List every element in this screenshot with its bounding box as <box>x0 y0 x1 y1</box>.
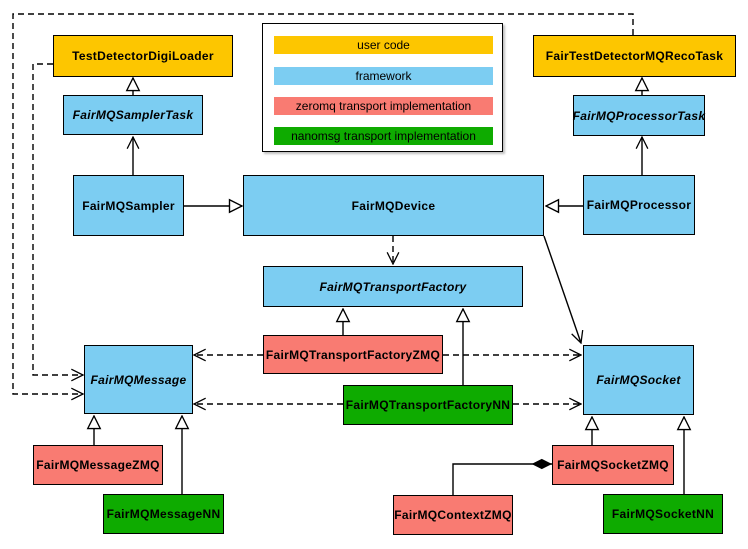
node-fairmq-socket: FairMQSocket <box>583 345 694 415</box>
node-fairmq-message-nn: FairMQMessageNN <box>103 494 224 534</box>
node-fairmq-socket-zmq: FairMQSocketZMQ <box>552 445 674 485</box>
node-fairmq-processor-task: FairMQProcessorTask <box>573 95 705 136</box>
node-fairmq-sampler-task: FairMQSamplerTask <box>63 95 203 135</box>
legend-item-user-code: user code <box>274 36 493 54</box>
node-fairmq-message-zmq: FairMQMessageZMQ <box>33 445 163 485</box>
edge-contextzmq-composition-socketzmq <box>452 458 552 495</box>
legend-item-zeromq: zeromq transport implementation <box>274 97 493 115</box>
node-fairmq-device: FairMQDevice <box>243 175 544 236</box>
legend-item-framework: framework <box>274 67 493 85</box>
node-fairmq-transport-factory-nn: FairMQTransportFactoryNN <box>343 385 513 425</box>
node-fairmq-message: FairMQMessage <box>84 345 193 414</box>
node-test-detector-digi-loader: TestDetectorDigiLoader <box>53 35 233 77</box>
legend: user code framework zeromq transport imp… <box>262 23 503 152</box>
legend-item-nanomsg: nanomsg transport implementation <box>274 127 493 145</box>
node-fairmq-socket-nn: FairMQSocketNN <box>603 494 723 534</box>
node-fair-test-detector-mq-reco-task: FairTestDetectorMQRecoTask <box>533 35 736 77</box>
node-fairmq-transport-factory: FairMQTransportFactory <box>263 266 523 307</box>
node-fairmq-sampler: FairMQSampler <box>73 175 184 236</box>
edge-device-to-socket <box>543 235 581 343</box>
node-fairmq-context-zmq: FairMQContextZMQ <box>393 495 513 535</box>
node-fairmq-transport-factory-zmq: FairMQTransportFactoryZMQ <box>263 335 443 374</box>
node-fairmq-processor: FairMQProcessor <box>583 175 695 235</box>
